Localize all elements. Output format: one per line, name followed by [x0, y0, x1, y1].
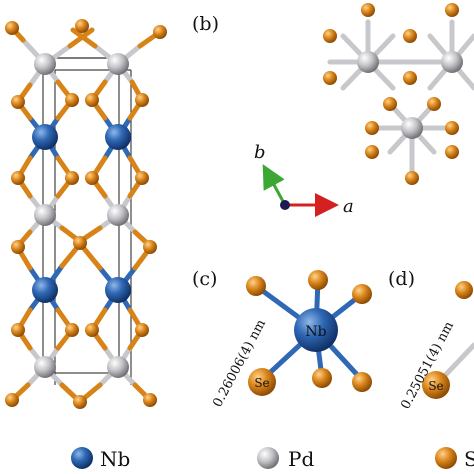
nb-atom [105, 124, 131, 150]
legend-item-nb: Nb [71, 447, 130, 471]
panel-label-d: (d) [388, 268, 415, 290]
se-atom [5, 21, 19, 35]
se-atom [352, 284, 372, 304]
pd-atom [107, 356, 129, 378]
se-atom [65, 323, 79, 337]
panel-label-c: (c) [192, 268, 217, 290]
pd-atom [107, 53, 129, 75]
se-atom [75, 19, 89, 33]
se-atom [135, 323, 149, 337]
se-atom [445, 121, 459, 135]
se-atom [135, 171, 149, 185]
se-atom [352, 372, 372, 392]
side-view-pd-atoms [34, 53, 129, 378]
axis-origin [280, 200, 290, 210]
se-label-d: Se [428, 379, 443, 393]
se-atom [405, 171, 419, 185]
legend-pd-marker [257, 447, 279, 469]
side-view-nb-atoms [32, 124, 131, 303]
legend-item-pd: Pd [257, 447, 314, 471]
pd-atom [401, 117, 423, 139]
axis-a-label: a [343, 196, 354, 217]
se-atom [65, 93, 79, 107]
legend-pd-label: Pd [288, 447, 314, 471]
se-atom [445, 145, 459, 159]
axis-b-label: b [254, 142, 266, 163]
se-atom [143, 393, 157, 407]
se-atom [403, 29, 417, 43]
nb-atom [105, 277, 131, 303]
se-atom [427, 97, 441, 111]
legend-nb-marker [71, 447, 93, 469]
se-atom [365, 145, 379, 159]
pd-coordination: Se 0.25051(4) nm [398, 281, 474, 412]
se-atom [308, 270, 328, 290]
se-atom [445, 3, 459, 17]
pd-atom [107, 204, 129, 226]
se-atom [73, 236, 87, 250]
se-atom [11, 240, 25, 254]
se-atom [143, 240, 157, 254]
pd-atom [441, 51, 463, 73]
nb-center-label: Nb [305, 324, 326, 340]
se-atom [65, 171, 79, 185]
se-atom [323, 71, 337, 85]
nb-center-atom [294, 308, 338, 352]
se-atom [11, 323, 25, 337]
legend-s-marker [435, 447, 457, 469]
legend-s-label: S [464, 447, 474, 471]
se-atom [5, 393, 19, 407]
se-atom-labeled [422, 371, 450, 399]
se-atom [323, 29, 337, 43]
distance-label-c: 0.26006(4) nm [210, 317, 269, 410]
nb-coordination: Nb Se 0.26006(4) nm [210, 270, 372, 410]
axis-b-arrow [262, 164, 287, 206]
se-atom [135, 93, 149, 107]
side-view-se-atoms [5, 19, 167, 409]
se-atom [85, 93, 99, 107]
legend-nb-label: Nb [100, 447, 130, 471]
top-view-structure [323, 3, 474, 185]
pd-atom [34, 204, 56, 226]
se-label-c: Se [254, 376, 269, 390]
se-atom [153, 25, 167, 39]
distance-label-d: 0.25051(4) nm [398, 319, 457, 412]
se-atom [361, 3, 375, 17]
se-atom [73, 395, 87, 409]
se-atom [365, 121, 379, 135]
se-atom [11, 171, 25, 185]
side-view-structure [5, 19, 167, 409]
pd-atom [34, 356, 56, 378]
se-atom [246, 276, 266, 296]
se-atom [85, 323, 99, 337]
nb-atom [32, 124, 58, 150]
legend-item-s: S [435, 447, 474, 471]
se-atom [383, 97, 397, 111]
panel-label-b: (b) [192, 13, 219, 35]
se-atom [312, 368, 332, 388]
se-atom [455, 281, 473, 299]
pd-atom [357, 51, 379, 73]
axes-indicator: b a [254, 142, 354, 217]
se-atom-labeled [248, 368, 276, 396]
pd-atom [34, 53, 56, 75]
legend: Nb Pd S [71, 447, 474, 471]
se-atom [11, 95, 25, 109]
se-atom [403, 71, 417, 85]
se-atom [85, 171, 99, 185]
nb-atom [32, 277, 58, 303]
